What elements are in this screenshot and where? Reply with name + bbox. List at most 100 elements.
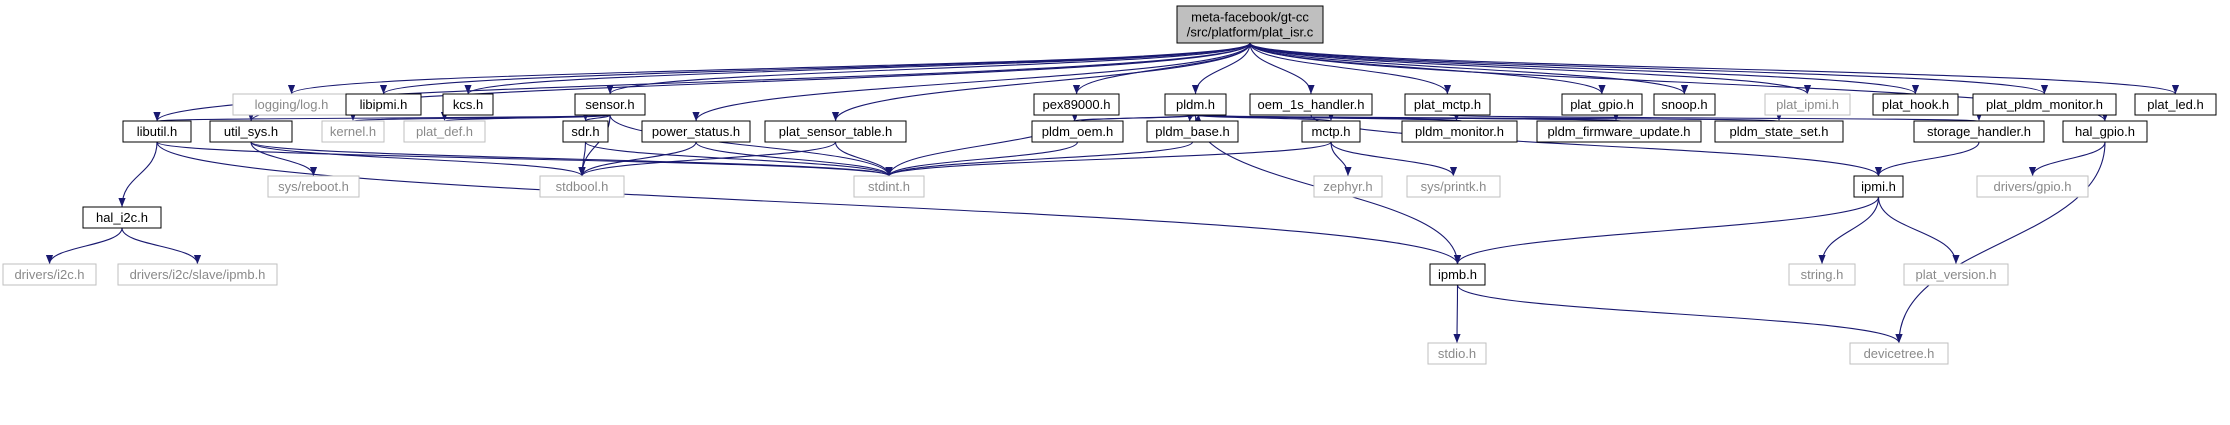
node-oem1s-label: oem_1s_handler.h — [1258, 97, 1365, 112]
edge-root-to-libipmi — [380, 42, 1251, 95]
node-pldm_state_set-box — [1714, 120, 1844, 143]
node-pldm_fw[interactable]: pldm_firmware_update.h — [1536, 120, 1702, 143]
node-drivers_i2c-label: drivers/i2c.h — [14, 267, 84, 282]
node-plat_mctp[interactable]: plat_mctp.h — [1404, 93, 1491, 116]
node-stdbool-box — [539, 175, 625, 198]
node-util_sys[interactable]: util_sys.h — [209, 120, 293, 143]
edge-root-to-snoop — [1249, 42, 1688, 95]
node-oem1s[interactable]: oem_1s_handler.h — [1249, 93, 1373, 116]
edge-power_status-to-stdbool — [578, 141, 697, 177]
node-storage_handler[interactable]: storage_handler.h — [1913, 120, 2045, 143]
node-pldm_monitor-box — [1401, 120, 1518, 143]
node-libipmi[interactable]: libipmi.h — [345, 93, 422, 116]
node-kcs[interactable]: kcs.h — [442, 93, 494, 116]
node-pldm_base[interactable]: pldm_base.h — [1146, 120, 1239, 143]
edge-hal_gpio-to-drivers_gpio — [2028, 141, 2106, 177]
edge-util_sys-to-stdint — [250, 141, 893, 177]
node-pex89000-label: pex89000.h — [1043, 97, 1111, 112]
node-mctp-box — [1301, 120, 1361, 143]
edge-root-to-plat_gpio — [1249, 42, 1606, 95]
node-mctp-label: mctp.h — [1311, 124, 1350, 139]
node-libipmi-label: libipmi.h — [360, 97, 408, 112]
node-kcs-box — [442, 93, 494, 116]
node-pldm_oem-label: pldm_oem.h — [1042, 124, 1114, 139]
node-ipmb-label: ipmb.h — [1438, 267, 1477, 282]
node-mctp[interactable]: mctp.h — [1301, 120, 1361, 143]
node-logging-label: logging/log.h — [255, 97, 329, 112]
edge-plat_mctp-to-storage_handler — [1446, 111, 1981, 122]
node-pldm_state_set-label: pldm_state_set.h — [1729, 124, 1828, 139]
node-kernel-box — [321, 120, 385, 143]
node-libutil-label: libutil.h — [137, 124, 177, 139]
edge-ipmi-to-ipmb — [1454, 196, 1880, 265]
node-libipmi-box — [345, 93, 422, 116]
node-sdr[interactable]: sdr.h — [562, 120, 609, 143]
edge-ipmb-to-devicetree — [1456, 284, 1903, 344]
node-plat_pldm_monitor-label: plat_pldm_monitor.h — [1986, 97, 2103, 112]
node-plat_gpio-label: plat_gpio.h — [1570, 97, 1634, 112]
node-libutil-box — [122, 120, 192, 143]
edge-hal_gpio-to-devicetree — [1895, 141, 2106, 344]
edge-mctp-to-zephyr — [1330, 141, 1352, 177]
node-plat_gpio[interactable]: plat_gpio.h — [1561, 93, 1643, 116]
node-devicetree-label: devicetree.h — [1864, 346, 1935, 361]
edge-root-to-plat_hook — [1249, 42, 1919, 95]
edge-plat_sensor_table-to-stdbool — [578, 141, 837, 177]
node-oem1s-box — [1249, 93, 1373, 116]
node-plat_pldm_monitor-box — [1972, 93, 2117, 116]
node-pldm_oem[interactable]: pldm_oem.h — [1031, 120, 1124, 143]
edge-util_sys-to-sys_reboot — [250, 141, 318, 177]
node-sensor[interactable]: sensor.h — [574, 93, 646, 116]
node-devicetree-box — [1849, 342, 1949, 365]
node-zephyr: zephyr.h — [1313, 175, 1383, 198]
node-power_status[interactable]: power_status.h — [641, 120, 751, 143]
node-sys_printk-label: sys/printk.h — [1421, 179, 1487, 194]
edge-root-to-sensor — [606, 42, 1251, 95]
node-sys_reboot-label: sys/reboot.h — [278, 179, 349, 194]
node-string-label: string.h — [1801, 267, 1844, 282]
edge-pldm_fw-to-pldm — [1196, 114, 1623, 125]
node-util_sys-box — [209, 120, 293, 143]
node-root[interactable]: meta-facebook/gt-cc/src/platform/plat_is… — [1176, 5, 1324, 44]
node-string: string.h — [1788, 263, 1856, 286]
node-plat_mctp-label: plat_mctp.h — [1414, 97, 1481, 112]
node-plat_led[interactable]: plat_led.h — [2134, 93, 2217, 116]
edge-hal_i2c-to-drivers_ipmb — [121, 227, 202, 265]
node-pldm[interactable]: pldm.h — [1164, 93, 1227, 116]
node-stdio-label: stdio.h — [1438, 346, 1476, 361]
node-ipmi[interactable]: ipmi.h — [1853, 175, 1904, 198]
node-ipmb[interactable]: ipmb.h — [1429, 263, 1486, 286]
node-drivers_ipmb: drivers/i2c/slave/ipmb.h — [117, 263, 278, 286]
edge-root-to-plat_pldm_monitor — [1249, 42, 2048, 95]
node-sdr-box — [562, 120, 609, 143]
edge-root-to-plat_led — [1249, 42, 2179, 95]
node-plat_sensor_table-box — [764, 120, 907, 143]
edge-storage_handler-to-ipmi — [1874, 141, 1980, 177]
edge-sensor-to-plat_def — [441, 111, 611, 122]
node-plat_sensor_table[interactable]: plat_sensor_table.h — [764, 120, 907, 143]
node-sdr-label: sdr.h — [571, 124, 599, 139]
node-kcs-label: kcs.h — [453, 97, 483, 112]
node-pldm_state_set[interactable]: pldm_state_set.h — [1714, 120, 1844, 143]
edge-ipmi-to-plat_version — [1877, 196, 1960, 265]
node-snoop-label: snoop.h — [1661, 97, 1707, 112]
node-ipmi-box — [1853, 175, 1904, 198]
node-snoop[interactable]: snoop.h — [1653, 93, 1716, 116]
node-libutil[interactable]: libutil.h — [122, 120, 192, 143]
node-stdbool-label: stdbool.h — [556, 179, 609, 194]
node-pex89000[interactable]: pex89000.h — [1033, 93, 1120, 116]
node-pldm_monitor[interactable]: pldm_monitor.h — [1401, 120, 1518, 143]
node-stdio: stdio.h — [1427, 342, 1487, 365]
node-plat_def: plat_def.h — [403, 120, 486, 143]
edge-root-to-plat_ipmi — [1249, 42, 1811, 95]
node-plat_ipmi-label: plat_ipmi.h — [1776, 97, 1839, 112]
node-plat_pldm_monitor[interactable]: plat_pldm_monitor.h — [1972, 93, 2117, 116]
node-plat_hook[interactable]: plat_hook.h — [1872, 93, 1959, 116]
edge-ipmb-to-stdio — [1453, 284, 1461, 344]
node-drivers_i2c: drivers/i2c.h — [2, 263, 97, 286]
node-pldm-label: pldm.h — [1176, 97, 1215, 112]
node-ipmi-label: ipmi.h — [1861, 179, 1896, 194]
edges-layer — [45, 42, 2179, 344]
node-hal_gpio[interactable]: hal_gpio.h — [2062, 120, 2148, 143]
node-hal_i2c[interactable]: hal_i2c.h — [82, 206, 162, 229]
